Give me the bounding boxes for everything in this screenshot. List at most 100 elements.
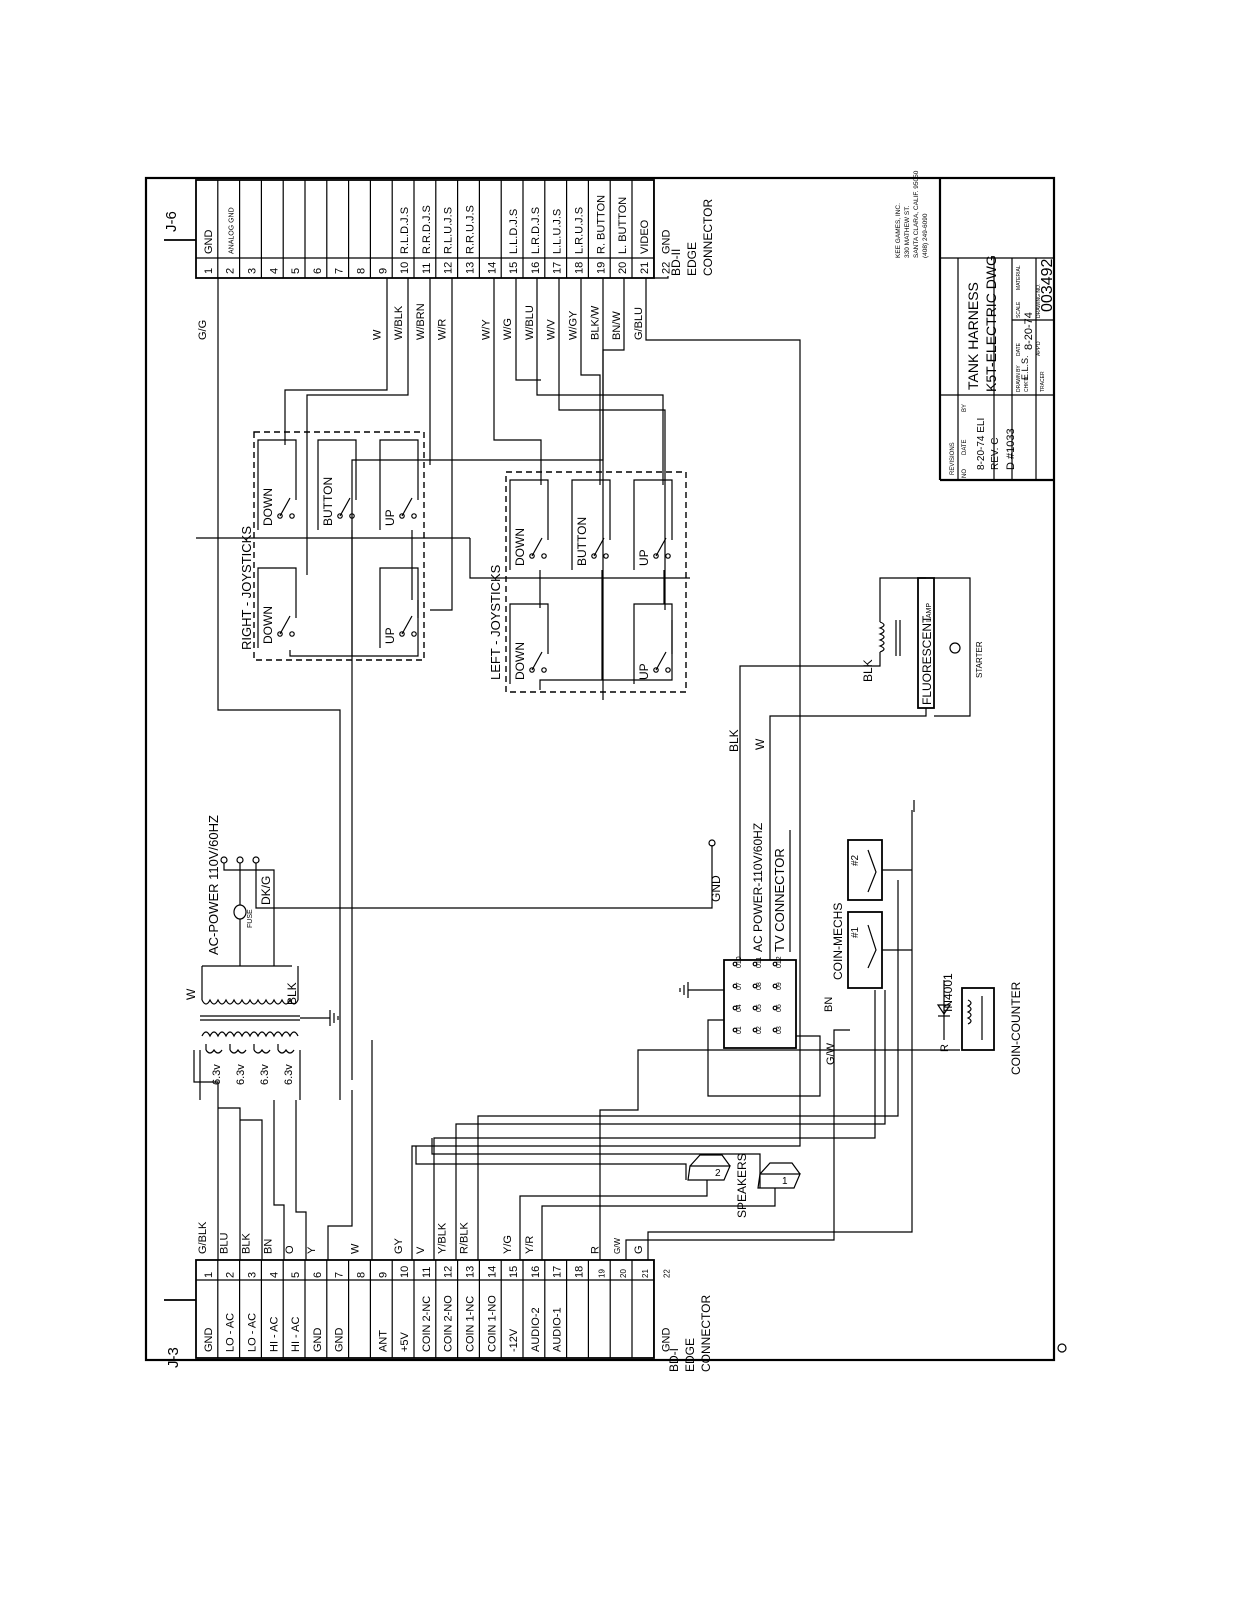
drawn-by-value: E.L.S.	[1020, 355, 1030, 380]
r-label: R	[939, 1044, 951, 1052]
j3-wire-color: BN	[262, 1239, 274, 1254]
starter-bulb	[949, 642, 961, 654]
wire-audio-return-2	[431, 1138, 761, 1188]
left-switch-up-a-label: UP	[637, 663, 651, 680]
wire-y	[327, 1090, 353, 1260]
j6-pin-number: 16	[530, 262, 542, 274]
j3-pin-label: LO - AC	[225, 1313, 237, 1352]
j6-pin-number: 10	[399, 262, 411, 274]
tv-pin-label: 012	[776, 956, 783, 968]
diode-label: IN4001	[941, 973, 955, 1012]
coin-counter-label: COIN-COUNTER	[1009, 981, 1023, 1075]
wire-w-blk	[306, 278, 409, 575]
j6-pin-label: VIDEO	[639, 219, 651, 254]
wire-r-blk	[477, 880, 899, 1260]
tv-pin-label: 011	[756, 957, 763, 968]
left-switch-down-a-housing	[509, 603, 549, 684]
left-switch-button-blade	[593, 537, 605, 557]
j6-caption-2: EDGE	[685, 242, 699, 276]
tv-pin-dot	[772, 1005, 778, 1011]
coin-mech-1-switch	[867, 924, 877, 969]
j3-pin-label: +5V	[399, 1331, 411, 1352]
wire-r	[599, 1049, 960, 1260]
tv-pin-label: 03	[776, 1026, 783, 1034]
fluorescent-label: FLUORESCENT	[920, 615, 934, 705]
title-line-1: TANK HARNESS	[965, 282, 981, 390]
left-switch-down-b-blade	[531, 537, 543, 557]
fuse-symbol	[233, 904, 247, 920]
left-switch-up-b-label: UP	[637, 549, 651, 566]
left-switch-button-housing	[571, 479, 611, 570]
j3-wire-color: Y/BLK	[437, 1222, 449, 1254]
wire-w-y	[493, 278, 542, 485]
j6-wire-color: BN/W	[611, 311, 623, 340]
right-switch-up-a-housing	[379, 567, 419, 648]
tv-pin-dot	[732, 1005, 738, 1011]
wire-w-right	[284, 278, 388, 445]
ac-power-label: AC-POWER 110V/60HZ	[206, 815, 221, 955]
ac-plug-pin-3	[252, 856, 260, 864]
right-switch-down-b-label: DOWN	[261, 488, 275, 526]
j6-pin-number: 17	[552, 262, 564, 274]
left-switch-down-b-contact-a	[529, 553, 535, 559]
tv-pin-label: 09	[776, 982, 783, 990]
j3-pin-number: 18	[574, 1266, 586, 1278]
material-label: MATERIAL	[1016, 265, 1022, 290]
tv-pin-dot	[772, 983, 778, 989]
tap-voltage-label: 6.3v	[235, 1064, 247, 1085]
wire-blk-w	[351, 278, 604, 1080]
tv-pin-label: 05	[756, 1004, 763, 1012]
wire-g	[647, 810, 913, 1260]
wire-o	[295, 1100, 307, 1260]
j3-wire-color: G/W	[613, 1238, 622, 1254]
wire-gy	[411, 1060, 801, 1260]
speaker-2-body	[687, 1165, 731, 1181]
j3-pin-number: 12	[443, 1266, 455, 1278]
right-switch-up-b-contact-a	[399, 513, 405, 519]
left-switch-up-a-contact-b	[665, 667, 671, 673]
diode-symbol	[936, 1004, 952, 1016]
j6-pin-number: 13	[465, 262, 477, 274]
right-switch-down-a-housing	[257, 567, 297, 648]
left-joysticks-outline	[505, 471, 687, 693]
fluorescent-lamp-assembly: FLUORESCENT LAMP BLK STARTER BLK W	[727, 577, 984, 960]
j3-pin-number: 17	[552, 1266, 564, 1278]
gw-label: G/W	[825, 1042, 837, 1065]
j6-pin-label: R.L.U.J.S	[443, 207, 455, 254]
title-line-2: K5T-ELECTRIC DWG	[983, 255, 999, 392]
wire-y-blk	[455, 990, 886, 1260]
j3-pin-label: ANT	[377, 1330, 389, 1352]
j3-pin-number: 6	[312, 1272, 324, 1278]
j6-wire-color: W/BRN	[415, 303, 427, 340]
j6-pin-number: 19	[595, 262, 607, 274]
right-switch-up-a-contact-b	[411, 631, 417, 637]
tv-pin-dot	[752, 961, 758, 967]
j3-caption-3: CONNECTOR	[699, 1295, 713, 1372]
j6-pin-label: GND	[661, 230, 673, 255]
left-switch-button-contact-a	[591, 553, 597, 559]
j6-wire-color: W/R	[437, 319, 449, 340]
bn-label: BN	[823, 997, 835, 1012]
j6-pin-label: L.L.U.J.S	[552, 209, 564, 254]
left-switch-down-b-contact-b	[541, 553, 547, 559]
left-switch-up-a-blade	[655, 651, 667, 671]
j3-wire-color: G/BLK	[197, 1221, 209, 1254]
j3-pin-number: 22	[663, 1269, 672, 1278]
j3-pin-label: AUDIO-2	[530, 1307, 542, 1352]
checked-label: CHK'D	[1024, 376, 1030, 392]
date-label: DATE	[1016, 342, 1022, 356]
revisions-header: REVISIONS	[950, 442, 956, 475]
tap-coil	[229, 1048, 247, 1054]
tv-pin-dot	[752, 1005, 758, 1011]
j3-pin-label: COIN 1-NC	[465, 1296, 477, 1352]
ac-plug-pin-1	[220, 856, 228, 864]
tv-pin-label: 04	[736, 1004, 743, 1012]
wire-blu	[218, 1107, 241, 1260]
j3-pin-label: LO - AC	[247, 1313, 259, 1352]
coin-mechs-label: COIN-MECHS	[831, 903, 845, 980]
tv-pin-dot	[732, 961, 738, 967]
j3-pin-number: 2	[225, 1272, 237, 1278]
